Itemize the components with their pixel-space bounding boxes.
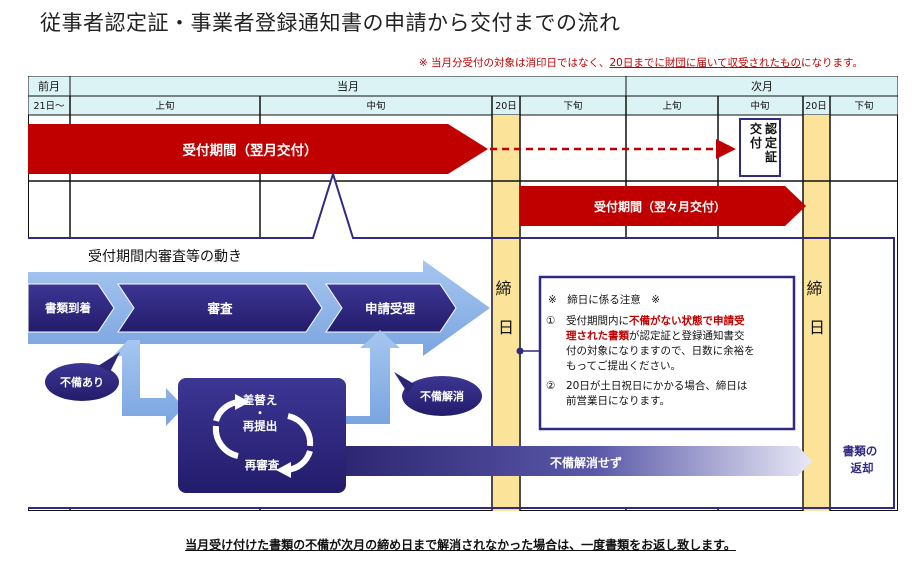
period-prev-21: 21日～ (33, 101, 65, 112)
step-accept-label: 申請受理 (365, 301, 416, 316)
month-next: 次月 (751, 79, 773, 93)
period-next-early: 上旬 (662, 100, 681, 112)
acceptance-arrow-month-after-label: 受付期間（翌々月交付） (594, 199, 726, 214)
footer-note: 当月受け付けた書類の不備が次月の締め日まで解消されなかった場合は、一度書類をお返… (185, 538, 736, 552)
receipt-note-prefix: ※ 当月分受付の対象は消印日ではなく、 (418, 57, 610, 69)
certificate-issue-box (739, 118, 781, 177)
defect-bubble (45, 363, 119, 401)
unresolved-label: 不備解消せず (550, 455, 622, 470)
resubmit-label: 差替え ・ 再提出 再審査 (243, 393, 282, 472)
receipt-note-underlined: 20日までに財団に届いて収受されたもの (609, 57, 802, 69)
period-cur-early: 上旬 (155, 100, 174, 112)
step-arrival (28, 283, 115, 333)
deadline-note-item2-line2: 前営業日になります。 (566, 394, 670, 407)
defect-flow-arrow (113, 340, 184, 426)
unresolved-arrow (328, 446, 812, 476)
deadline-note-item2-num: ② (546, 380, 555, 392)
certificate-issue-label: 認 定 証 交 付 (750, 121, 781, 164)
acceptance-arrow-next-month (28, 124, 488, 174)
period-next-20: 20日 (805, 101, 827, 112)
step-review (117, 283, 323, 333)
acceptance-arrow-next-month-label: 受付期間（翌月交付） (183, 142, 318, 159)
deadline-note-item1-line4: もってご提出ください。 (566, 359, 681, 372)
month-current: 当月 (337, 79, 359, 93)
deadline-note-item1-num: ① (546, 315, 555, 327)
defect-bubble-label: 不備あり (60, 375, 104, 389)
page-title: 従事者認定証・事業者登録通知書の申請から交付までの流れ (40, 11, 621, 35)
resolved-flow-arrow (346, 330, 400, 424)
resolved-bubble (402, 376, 482, 416)
step-accept (325, 283, 457, 333)
deadline-label-current: 締 日 (495, 279, 516, 337)
deadline-note-item1-line2: 理された書類が認定証と登録通知書交 (566, 329, 745, 342)
resolved-bubble-label: 不備解消 (420, 389, 464, 403)
timeline-chart: 前月 当月 次月 21日～ 上旬 中旬 20日 下旬 上旬 中旬 20日 下旬 … (28, 76, 898, 511)
deadline-note-item1-line3: 付の対象になりますので、日数に余裕を (566, 344, 755, 357)
step-review-label: 審査 (206, 301, 233, 316)
period-header-row (28, 95, 898, 116)
period-cur-20: 20日 (495, 101, 517, 112)
receipt-note: ※ 当月分受付の対象は消印日ではなく、20日までに財団に届いて収受されたものにな… (419, 55, 863, 70)
month-prev: 前月 (38, 79, 60, 93)
deadline-note-heading: ※ 締日に係る注意 ※ (548, 293, 660, 306)
document-return-label: 書類の 返却 (843, 444, 882, 475)
deadline-note-item1-line1: 受付期間内に不備がない状態で申請受 (566, 314, 745, 327)
deadline-note-item2-line1: 20日が土日祝日にかかる場合、締日は (566, 379, 747, 392)
period-cur-mid: 中旬 (366, 100, 385, 112)
period-next-mid: 中旬 (750, 100, 769, 112)
acceptance-arrow-month-after (520, 186, 806, 226)
receipt-note-suffix: になります。 (801, 57, 863, 69)
period-next-late: 下旬 (854, 100, 873, 112)
step-arrival-label: 書類到着 (45, 301, 91, 315)
period-cur-late: 下旬 (563, 100, 582, 112)
deadline-note-box (538, 275, 796, 431)
deadline-label-next: 締 日 (806, 279, 827, 337)
flow-title: 受付期間内審査等の動き (88, 248, 242, 265)
